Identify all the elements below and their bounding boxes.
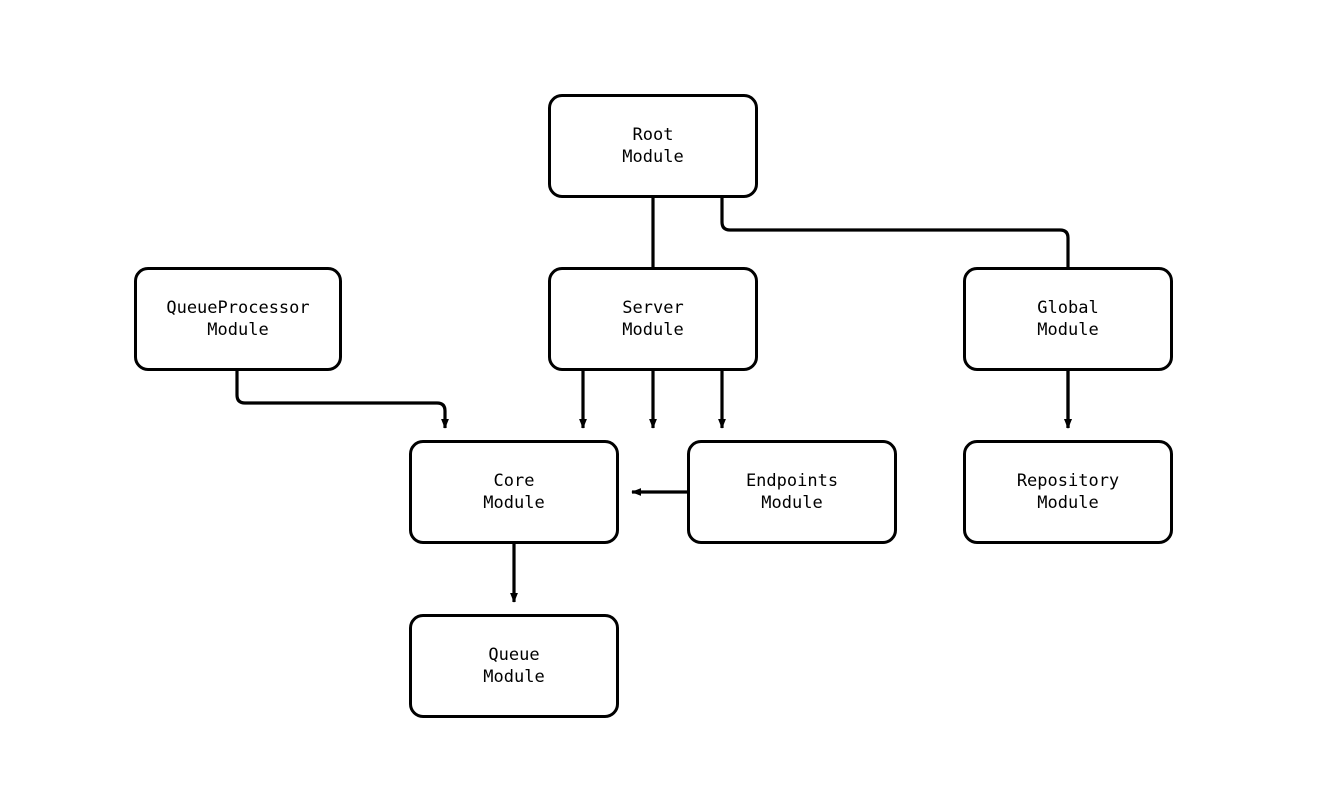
node-core-label: Core Module [483,471,545,513]
node-core[interactable]: Core Module [409,440,619,544]
node-repository-label: Repository Module [1016,471,1120,513]
node-server-label: Server Module [622,298,684,340]
node-repository[interactable]: Repository Module [963,440,1173,544]
edge-root-global [720,198,1072,429]
node-queue-label: Queue Module [483,645,545,687]
node-global[interactable]: Global Module [963,267,1173,371]
node-root-label: Root Module [622,125,684,167]
node-queueprocessor[interactable]: QueueProcessor Module [134,267,342,371]
node-endpoints-label: Endpoints Module [745,471,839,513]
node-endpoints[interactable]: Endpoints Module [687,440,897,544]
node-queueprocessor-label: QueueProcessor Module [166,298,310,340]
node-global-label: Global Module [1037,298,1099,340]
edge-queueprocessor-core [235,371,449,429]
node-root[interactable]: Root Module [548,94,758,198]
node-server[interactable]: Server Module [548,267,758,371]
node-queue[interactable]: Queue Module [409,614,619,718]
